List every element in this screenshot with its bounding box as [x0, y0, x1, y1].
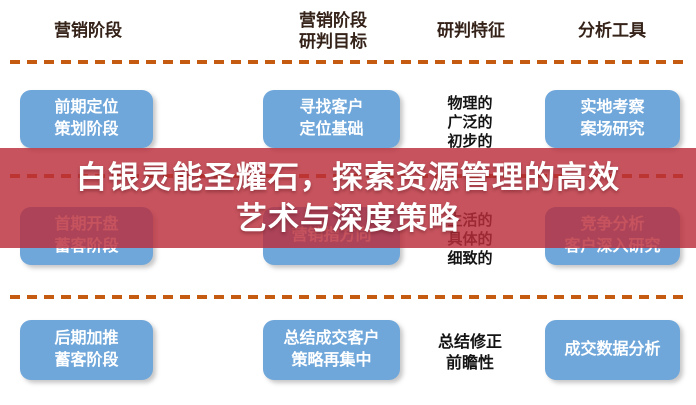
divider-dashed-bottom — [10, 295, 686, 299]
features-text-row3: 总结修正 前瞻性 — [437, 334, 502, 372]
column-header-tools: 分析工具 — [578, 21, 646, 41]
stage-box-row3: 后期加推 蓄客阶段 — [20, 320, 153, 380]
column-header-features: 研判特征 — [437, 21, 505, 41]
divider-dashed-top — [10, 60, 686, 64]
banner-title-line2: 艺术与深度策略 — [236, 201, 460, 236]
column-header-goal: 营销阶段 研判目标 — [299, 10, 367, 51]
stage-box-row1: 前期定位 策划阶段 — [20, 90, 153, 148]
banner-overlay: 白银灵能圣耀石，探索资源管理的高效 艺术与深度策略 — [0, 148, 696, 248]
column-header-stage: 营销阶段 — [54, 21, 122, 41]
goal-box-row3: 总结成交客户 策略再集中 — [263, 320, 400, 380]
banner-title-line1: 白银灵能圣耀石，探索资源管理的高效 — [76, 160, 620, 195]
features-text-row1: 物理的 广泛的 初步的 — [447, 95, 493, 150]
tool-box-row3: 成交数据分析 — [545, 320, 680, 380]
goal-box-row1: 寻找客户 定位基础 — [263, 90, 400, 148]
tool-box-row1: 实地考察 案场研究 — [545, 90, 680, 148]
